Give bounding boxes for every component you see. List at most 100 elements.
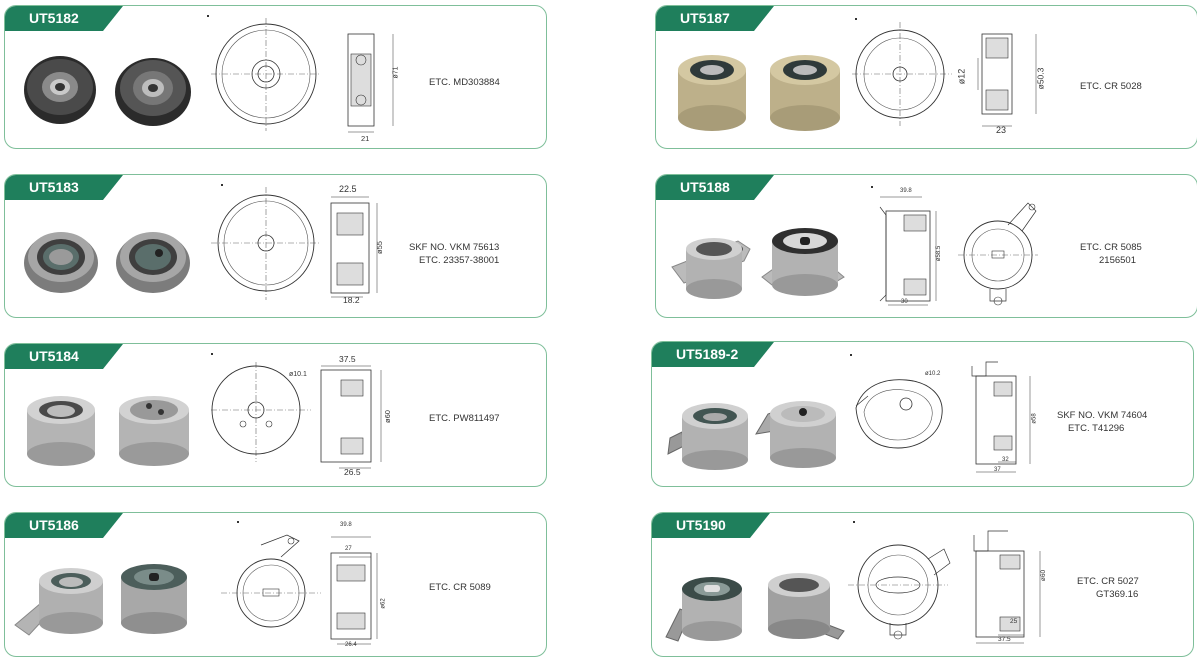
print-dot: [850, 354, 852, 356]
reference-line: GT369.16: [1096, 589, 1139, 600]
product-photos: [13, 40, 203, 140]
reference-line: ETC. PW811497: [429, 413, 500, 424]
product-card-ut5188: UT5188: [655, 174, 1197, 318]
dim-label: ø58: [1031, 413, 1038, 424]
technical-drawing: [211, 523, 411, 648]
product-code-tab: UT5188: [656, 175, 774, 200]
tensioner-photo-icon: [665, 573, 845, 642]
product-photos: [664, 209, 854, 309]
front-view-drawing-icon: [852, 22, 1037, 127]
dim-label: 26.5: [344, 467, 361, 477]
reference-line: ETC. 23357-38001: [419, 255, 500, 266]
dim-label: 37.5: [339, 354, 356, 364]
reference-line: ETC. T41296: [1067, 423, 1125, 434]
front-view-drawing-icon: [211, 18, 394, 133]
front-view-drawing-icon: [848, 530, 1041, 644]
product-card-ut5187: UT5187 ø12 ø50.3: [655, 5, 1197, 149]
dim-label: 37.5: [998, 636, 1011, 643]
dim-label: ø10.1: [289, 371, 307, 378]
product-card-ut5189-2: UT5189-2: [651, 341, 1194, 487]
technical-drawing: [211, 185, 411, 310]
print-dot: [853, 521, 855, 523]
product-photos: [660, 376, 850, 476]
product-card-ut5182: UT5182 ø71: [4, 5, 547, 149]
tensioner-photo-icon: [671, 228, 845, 299]
technical-drawing: [848, 523, 1058, 648]
dim-label: ø71: [392, 66, 400, 79]
reference-line: SKF NO. VKM 75613: [409, 242, 500, 253]
product-photos: [660, 547, 850, 647]
dim-label: 32: [1002, 457, 1009, 463]
front-view-drawing-icon: [211, 187, 378, 300]
reference-line: SKF NO. VKM 74604: [1057, 410, 1148, 421]
dim-label: 22.5: [339, 184, 357, 194]
reference-line: 2156501: [1099, 255, 1136, 266]
front-view-drawing-icon: [855, 361, 1031, 473]
technical-drawing: [862, 185, 1062, 310]
print-dot: [211, 353, 213, 355]
tensioner-photo-icon: [27, 396, 189, 466]
dim-label: ø10.2: [925, 371, 941, 377]
reference-numbers: ETC. CR 5027 GT369.16: [1077, 575, 1139, 601]
dim-label: ø60: [1040, 569, 1048, 582]
dim-label: 26.4: [345, 642, 357, 648]
dim-label: 21: [361, 134, 370, 143]
dim-label: 30: [901, 299, 908, 305]
reference-line: ETC. CR 5028: [1080, 81, 1142, 92]
dim-label: ø58.5: [936, 245, 943, 262]
reference-numbers: ETC. MD303884: [429, 76, 500, 89]
dim-label: ø62: [380, 598, 387, 609]
reference-numbers: ETC. PW811497: [429, 412, 500, 425]
dim-label: ø60: [382, 410, 392, 423]
dim-label: ø12: [956, 68, 967, 85]
product-card-ut5190: UT5190: [651, 512, 1194, 657]
dim-label: 37: [994, 467, 1001, 473]
product-code-tab: UT5184: [5, 344, 123, 369]
print-dot: [221, 184, 223, 186]
technical-drawing: [852, 16, 1052, 141]
product-card-ut5184: UT5184: [4, 343, 547, 487]
tensioner-photo-icon: [14, 564, 187, 636]
reference-numbers: ETC. CR 5028: [1080, 80, 1142, 93]
dim-label: 18.2: [343, 295, 360, 305]
reference-line: ETC. CR 5027: [1077, 576, 1139, 587]
dim-label: 27: [345, 546, 352, 552]
reference-numbers: ETC. CR 5085 2156501: [1080, 241, 1142, 267]
reference-line: ETC. CR 5089: [429, 582, 491, 593]
product-code-tab: UT5187: [656, 6, 774, 31]
dim-label: 25: [1010, 618, 1018, 625]
print-dot: [207, 15, 209, 17]
product-code-tab: UT5186: [5, 513, 123, 538]
front-view-drawing-icon: [211, 362, 382, 469]
pulley-photo-icon: [24, 56, 191, 126]
technical-drawing: [211, 354, 411, 479]
product-code-tab: UT5182: [5, 6, 123, 31]
product-photos: [13, 547, 203, 647]
technical-drawing: [211, 16, 411, 141]
product-photos: [664, 40, 854, 140]
product-photos: [13, 209, 203, 309]
product-code-tab: UT5190: [652, 513, 770, 538]
front-view-drawing-icon: [221, 534, 378, 645]
dim-label: ø50.3: [1035, 67, 1046, 90]
front-view-drawing-icon: [879, 196, 1038, 306]
product-code-tab: UT5189-2: [652, 342, 774, 367]
reference-line: ETC. MD303884: [429, 77, 500, 88]
reference-numbers: SKF NO. VKM 75613 ETC. 23357-38001: [409, 241, 499, 267]
dim-label: ø55: [374, 241, 384, 254]
reference-line: ETC. CR 5085: [1080, 242, 1142, 253]
print-dot: [855, 18, 857, 20]
reference-numbers: ETC. CR 5089: [429, 581, 491, 594]
tensioner-photo-icon: [667, 401, 836, 470]
reference-numbers: SKF NO. VKM 74604 ETC. T41296: [1057, 409, 1147, 435]
dim-label: 23: [996, 125, 1007, 135]
product-card-ut5183: UT5183 22.5 ø55: [4, 174, 547, 318]
product-photos: [13, 378, 203, 478]
product-code-tab: UT5183: [5, 175, 123, 200]
print-dot: [237, 521, 239, 523]
pulley-photo-icon: [678, 55, 840, 131]
print-dot: [871, 186, 873, 188]
product-card-ut5186: UT5186: [4, 512, 547, 657]
dim-label: 39.8: [340, 522, 352, 528]
dim-label: 39.8: [900, 188, 912, 194]
